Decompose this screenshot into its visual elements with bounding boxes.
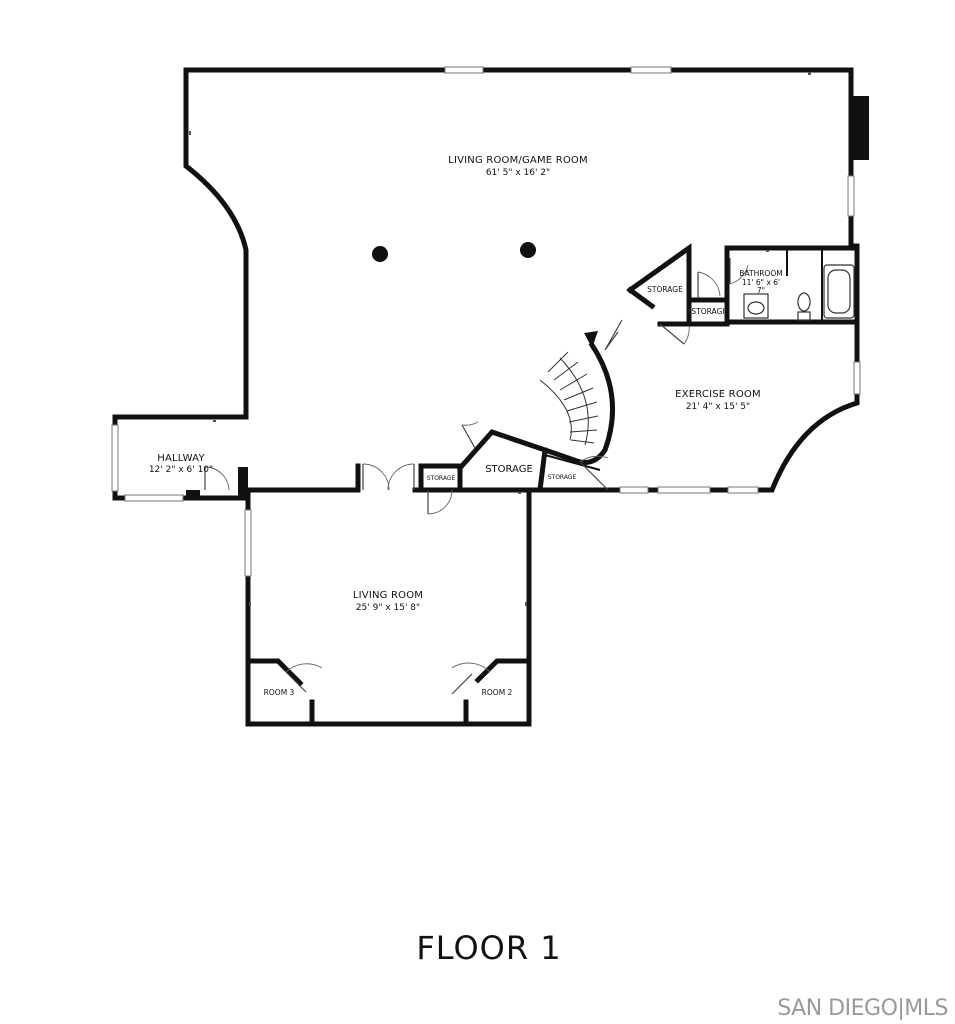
toilet-bowl [797,292,811,312]
window [853,361,861,395]
bathroom-block [686,245,860,327]
room-label-living: LIVING ROOM [353,590,423,601]
room-label-room2: ROOM 2 [482,688,513,697]
sink-bowl [747,301,765,315]
window [630,66,672,74]
watermark-logo: SAN DIEGO|MLS [777,996,948,1021]
room-label-room3: ROOM 3 [264,688,295,697]
fireplace [851,96,869,160]
window [124,494,184,502]
window [444,66,484,74]
column [372,246,388,262]
room-label-storage-closet-right: STORAGE [548,474,577,481]
room-2-outline [451,658,532,727]
room-label-storage-main: STORAGE [485,464,533,475]
wall-post [186,490,200,498]
room-label-storage-closet-left: STORAGE [427,475,456,482]
column [520,242,536,258]
window [244,509,252,577]
window [111,424,119,492]
spiral-staircase [539,319,623,465]
room-label-living-game: LIVING ROOM/GAME ROOM [448,155,588,166]
wall-post [238,467,248,497]
room-dims-bathroom-line2: 7" [757,286,765,295]
bathtub-basin [827,269,851,314]
storage-closet-left [418,463,463,515]
stair-storage [456,421,609,493]
room-dims-living: 25' 9" x 15' 8" [356,603,420,613]
room-label-exercise: EXERCISE ROOM [675,389,761,400]
room-dims-hallway: 12' 2" x 6' 10" [149,465,213,475]
room-label-storage-small: STORAGI [691,307,724,316]
double-door [355,463,415,493]
floor-label: FLOOR 1 [416,929,561,967]
room-dims-living-game: 61' 5" x 16' 2" [486,168,550,178]
toilet-tank [797,311,811,321]
room-label-storage-upper: STORAGE [647,285,683,294]
storage-upper-outline [626,243,692,345]
window [847,175,855,217]
room-3-outline [245,658,323,727]
room-dims-exercise: 21' 4" x 15' 5" [686,402,750,412]
window [657,486,711,494]
window [619,486,649,494]
room-label-bathroom: BATHROOM [739,269,782,278]
window [727,486,759,494]
room-dims-bathroom-line1: 11' 6" x 6' [742,278,780,287]
stair-post [584,331,598,348]
room-label-hallway: HALLWAY [157,453,205,464]
